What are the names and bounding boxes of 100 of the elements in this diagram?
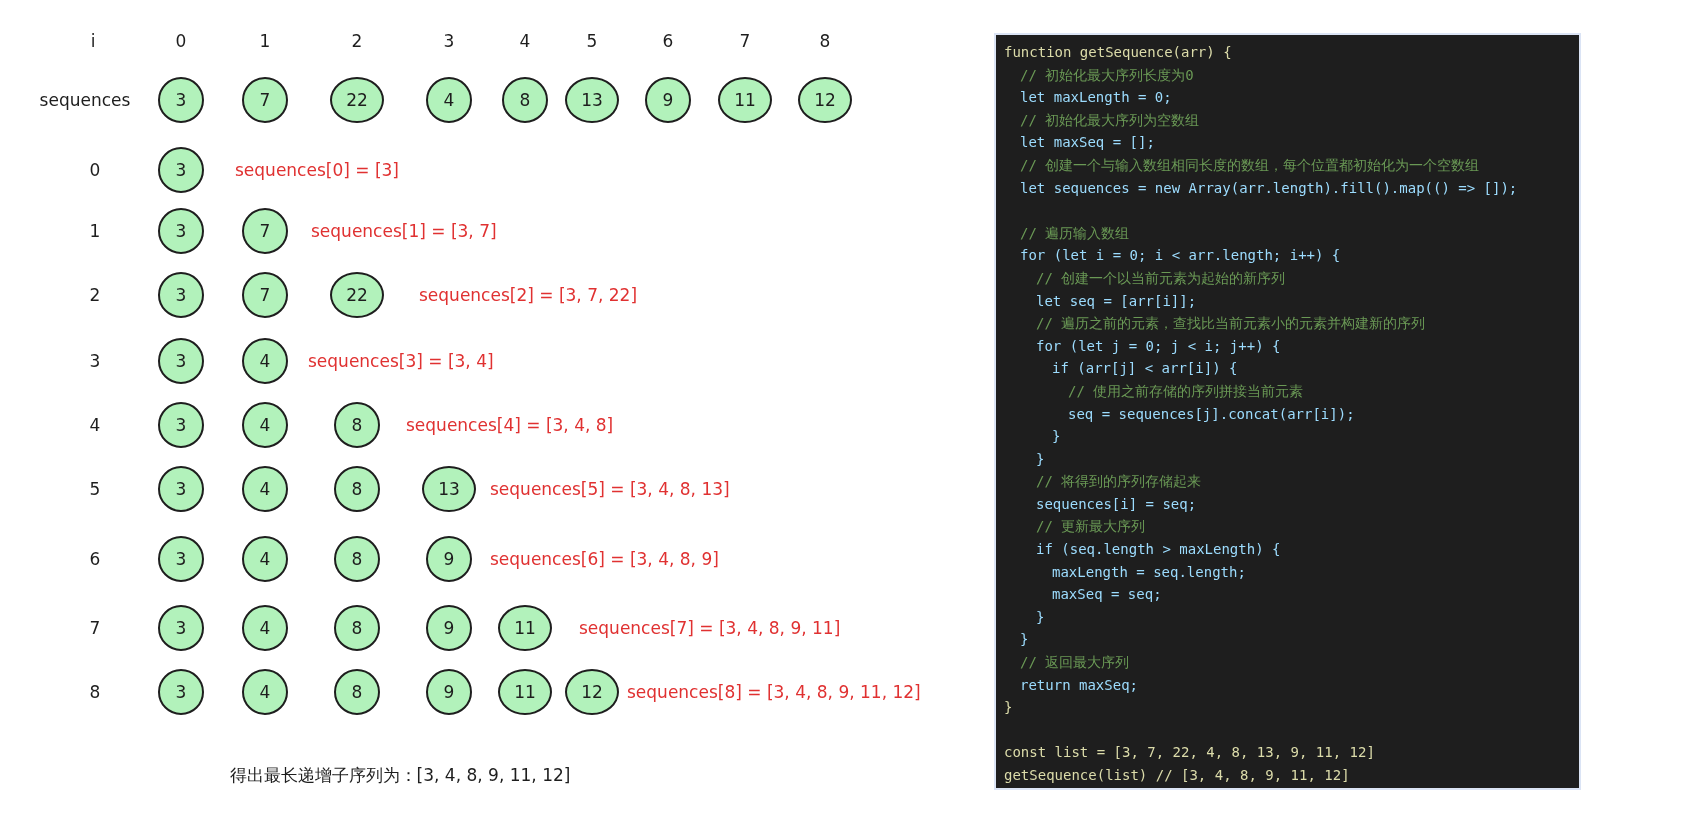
row-index: 8 [89,682,101,702]
code-line: // 初始化最大序列为空数组 [1019,110,1201,130]
code-line: const list = [3, 7, 22, 4, 8, 13, 9, 11, 12] [1004,743,1376,763]
column-index: 5 [586,31,598,51]
row-index: 7 [89,618,101,638]
number-circle: 4 [242,402,288,448]
number-circle: 13 [565,77,619,123]
code-line: function getSequence(arr) { [1004,43,1233,62]
number-circle: 7 [242,208,288,254]
number-circle: 4 [242,669,288,715]
number-circle: 9 [426,669,472,715]
column-index: 4 [519,31,531,51]
number-circle: 8 [334,669,380,715]
number-circle: 4 [242,466,288,512]
number-circle: 7 [242,77,288,123]
number-circle: 8 [334,466,380,512]
code-line: if (arr[j] < arr[i]) { [1051,359,1239,379]
annotation-text: sequences[6] = [3, 4, 8, 9] [490,549,719,569]
number-circle: 9 [645,77,691,123]
code-line: // 创建一个与输入数组相同长度的数组，每个位置都初始化为一个空数组 [1019,155,1481,175]
number-circle: 12 [798,77,852,123]
number-circle: 3 [158,605,204,651]
number-circle: 13 [422,466,476,512]
number-circle: 8 [334,536,380,582]
number-circle: 11 [498,605,552,651]
code-line: } [1004,698,1014,718]
annotation-text: sequences[5] = [3, 4, 8, 13] [490,479,730,499]
code-line: maxSeq = seq; [1051,585,1163,605]
annotation-text: sequences[0] = [3] [235,160,399,180]
number-circle: 4 [242,536,288,582]
row-index: 2 [89,285,101,305]
code-line: let maxSeq = []; [1019,133,1156,153]
number-circle: 22 [330,272,384,318]
code-line: // 初始化最大序列长度为0 [1019,65,1195,85]
row-label: sequences [39,90,131,110]
code-line: sequences[i] = seq; [1035,494,1198,514]
row-index: 5 [89,479,101,499]
row-index: 0 [89,160,101,180]
number-circle: 8 [334,402,380,448]
code-panel [994,33,1581,790]
number-circle: 9 [426,605,472,651]
number-circle: 4 [242,605,288,651]
row-index: 1 [89,221,101,241]
number-circle: 4 [242,338,288,384]
code-line: // 创建一个以当前元素为起始的新序列 [1035,268,1287,288]
number-circle: 3 [158,77,204,123]
column-index: 1 [259,31,271,51]
code-line: for (let j = 0; j < i; j++) { [1035,336,1282,356]
number-circle: 3 [158,147,204,193]
code-line: // 将得到的序列存储起来 [1035,472,1203,492]
row-index: 3 [89,351,101,371]
column-index: 3 [443,31,455,51]
code-line: } [1035,607,1046,627]
number-circle: 8 [334,605,380,651]
column-index: 6 [662,31,674,51]
number-circle: 3 [158,466,204,512]
column-index: 2 [351,31,363,51]
code-line: let maxLength = 0; [1019,88,1173,108]
code-line: getSequence(list) // [3, 4, 8, 9, 11, 12] [1004,766,1351,785]
row-index: 4 [89,415,101,435]
number-circle: 3 [158,208,204,254]
row-index: 6 [89,549,101,569]
annotation-text: sequences[1] = [3, 7] [311,221,497,241]
annotation-text: sequences[2] = [3, 7, 22] [419,285,638,305]
number-circle: 8 [502,77,548,123]
code-line: // 更新最大序列 [1035,517,1147,537]
column-index: 8 [819,31,831,51]
axis-label: i [90,31,96,51]
code-line: // 返回最大序列 [1019,653,1131,673]
number-circle: 3 [158,402,204,448]
annotation-text: sequences[3] = [3, 4] [308,351,494,371]
number-circle: 9 [426,536,472,582]
column-index: 7 [739,31,751,51]
code-line: let seq = [arr[i]]; [1035,291,1198,311]
number-circle: 12 [565,669,619,715]
annotation-text: sequences[8] = [3, 4, 8, 9, 11, 12] [627,682,921,702]
annotation-text: sequences[7] = [3, 4, 8, 9, 11] [579,618,841,638]
number-circle: 3 [158,338,204,384]
code-line: return maxSeq; [1019,675,1139,695]
annotation-text: sequences[4] = [3, 4, 8] [406,415,614,435]
code-line: } [1019,630,1030,650]
result-text: 得出最长递增子序列为：[3, 4, 8, 9, 11, 12] [229,763,571,787]
code-line: } [1051,427,1062,447]
code-line: if (seq.length > maxLength) { [1035,540,1282,560]
number-circle: 22 [330,77,384,123]
number-circle: 3 [158,272,204,318]
number-circle: 3 [158,536,204,582]
code-line: // 遍历输入数组 [1019,223,1131,243]
code-line: } [1035,449,1046,469]
number-circle: 4 [426,77,472,123]
code-line: let sequences = new Array(arr.length).fill().map(() => []); [1019,178,1519,198]
number-circle: 11 [498,669,552,715]
number-circle: 11 [718,77,772,123]
code-line: maxLength = seq.length; [1051,562,1247,582]
number-circle: 7 [242,272,288,318]
code-line: // 使用之前存储的序列拼接当前元素 [1067,381,1305,401]
code-line: // 遍历之前的元素，查找比当前元素小的元素并构建新的序列 [1035,314,1427,334]
column-index: 0 [175,31,187,51]
number-circle: 3 [158,669,204,715]
code-line: seq = sequences[j].concat(arr[i]); [1067,404,1356,424]
